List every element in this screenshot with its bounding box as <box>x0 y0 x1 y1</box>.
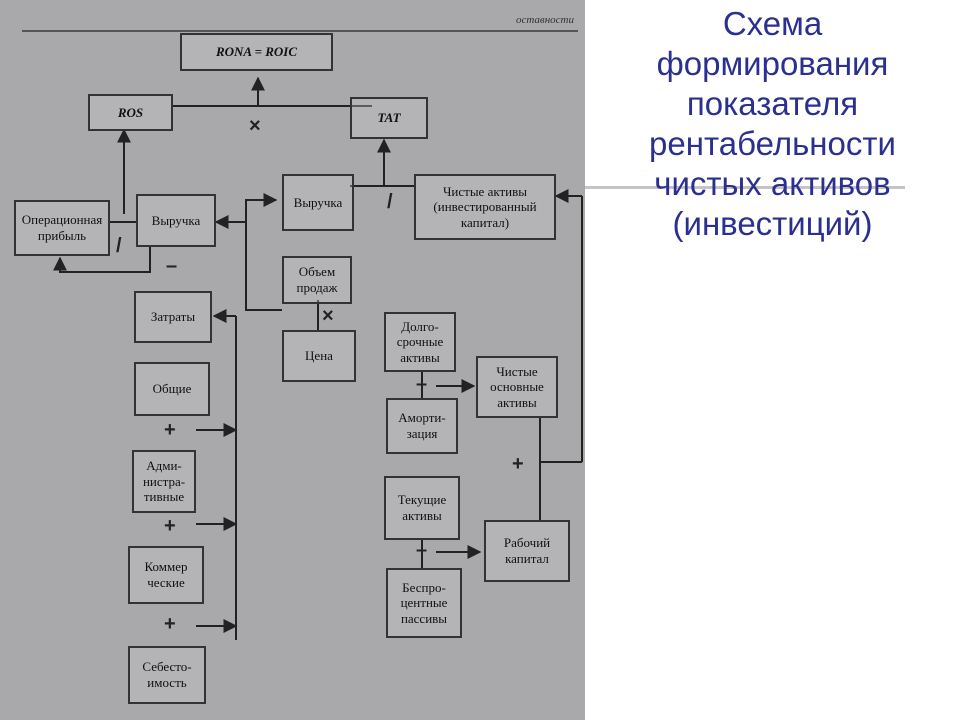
working-capital-line1: Рабочий <box>503 535 551 551</box>
diagram-connectors <box>53 76 583 640</box>
slide-accent-line <box>585 186 905 189</box>
commercial-line1: Коммер <box>144 559 188 575</box>
rona-label: RONA = ROIC <box>215 44 298 60</box>
tat-box: TAT <box>350 97 428 139</box>
depreciation-line2: зация <box>406 426 438 441</box>
divide-operator-right: / <box>387 191 393 213</box>
general-label: Общие <box>152 381 192 397</box>
revenue-left-box: Выручка <box>136 194 216 247</box>
textbook-photo: оставности <box>0 0 585 720</box>
admin-line3: тивные <box>143 489 185 505</box>
net-assets-line2: (инвестированный <box>433 199 537 215</box>
revenue-right-label: Выручка <box>293 194 343 210</box>
arrow-revenue-left <box>214 199 268 229</box>
sales-volume-line2: продаж <box>296 280 338 295</box>
lt-assets-line1: Долго- <box>401 318 439 334</box>
minus-operator-costs: – <box>166 255 178 277</box>
multiply-operator-price: × <box>322 305 334 327</box>
title-line-6: (инвестиций) <box>672 204 873 242</box>
title-line-3: показателя <box>686 84 859 122</box>
net-assets-line3: капитал) <box>460 214 510 230</box>
minus-operator-depreciation: – <box>416 373 428 395</box>
op-profit-line2: прибыль <box>37 228 87 243</box>
liab-line2: центные <box>400 595 448 611</box>
volume-price-link-left <box>245 200 282 311</box>
current-assets-line2: активы <box>402 508 442 523</box>
depreciation-box: Аморти-зация <box>386 398 458 454</box>
price-box: Цена <box>282 330 356 382</box>
net-fixed-line1: Чистые <box>496 363 538 379</box>
title-line-2: формирования <box>656 44 889 82</box>
lt-assets-line3: активы <box>400 349 440 365</box>
title-line-4: рентабельности <box>649 124 896 162</box>
admin-box: Адми-нистра-тивные <box>132 450 196 513</box>
ros-box: ROS <box>88 94 173 131</box>
costs-label: Затраты <box>150 309 196 325</box>
net-fixed-line2: основные <box>490 379 544 395</box>
arrow-to-opprofit <box>53 246 151 273</box>
price-label: Цена <box>305 348 333 364</box>
page-header-text: оставности <box>515 14 574 26</box>
slide-title: Схема формирования показателя рентабельн… <box>600 4 945 244</box>
rona-box: RONA = ROIC <box>180 33 333 71</box>
plus-operator-2: + <box>164 515 176 537</box>
lt-assets-line2: срочные <box>396 334 444 350</box>
divide-operator-left: / <box>116 235 122 257</box>
general-box: Общие <box>134 362 210 416</box>
net-fixed-line3: активы <box>497 394 537 410</box>
commercial-line2: ческие <box>147 575 185 590</box>
admin-line2: нистра- <box>142 473 186 489</box>
title-line-5: чистых активов <box>654 164 891 202</box>
depreciation-line1: Аморти- <box>398 410 446 426</box>
sales-volume-line1: Объем <box>298 264 336 280</box>
plus-operator-3: + <box>164 613 176 635</box>
revenue-right-box: Выручка <box>282 174 354 231</box>
title-line-1: Схема <box>722 5 823 42</box>
current-assets-line1: Текущие <box>397 492 447 508</box>
working-capital-line2: капитал <box>505 551 549 566</box>
plus-operator-1: + <box>164 419 176 441</box>
admin-line1: Адми- <box>146 458 182 474</box>
revenue-left-label: Выручка <box>151 212 201 228</box>
liab-line1: Беспро- <box>402 579 446 595</box>
plus-operator-right: + <box>512 453 524 475</box>
multiply-operator-top: × <box>249 115 261 137</box>
op-profit-line1: Операционная <box>21 212 103 228</box>
cogs-box: Себесто-имость <box>128 646 206 704</box>
tat-label: TAT <box>377 110 401 126</box>
page-header: оставности <box>22 14 578 32</box>
costs-box: Затраты <box>134 291 212 343</box>
cogs-line1: Себесто- <box>142 659 192 675</box>
ros-label: ROS <box>117 104 144 120</box>
net-assets-line1: Чистые активы <box>442 183 528 199</box>
liab-line3: пассивы <box>400 610 448 626</box>
minus-operator-liabilities: – <box>416 539 428 561</box>
cogs-line2: имость <box>147 675 187 690</box>
